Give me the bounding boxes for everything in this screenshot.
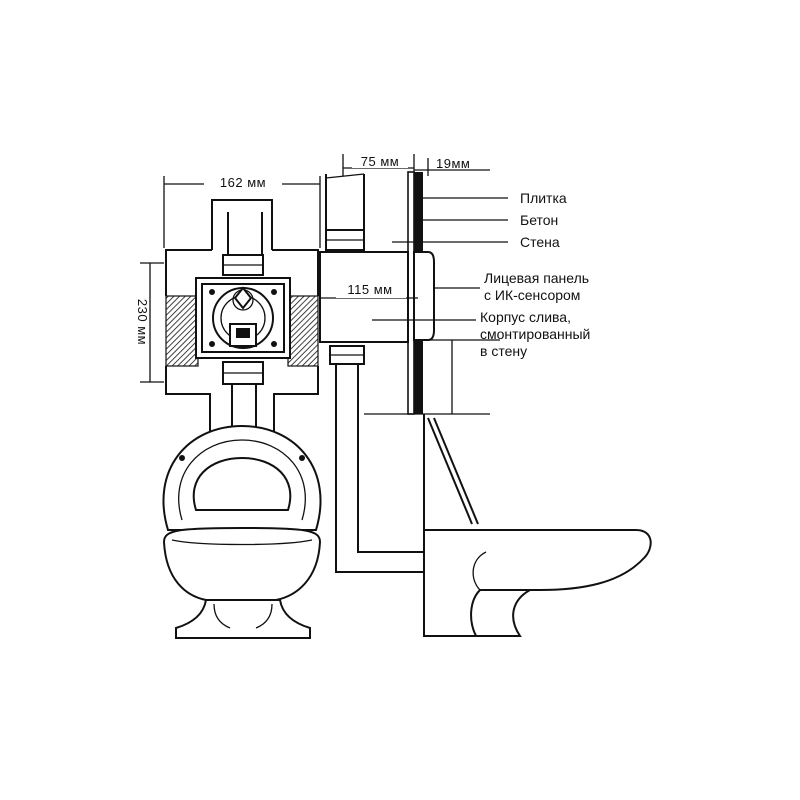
label-panel-line2: с ИК-сенсором <box>484 287 580 303</box>
label-housing-line3: в стену <box>480 343 527 359</box>
front-view: 162 мм 230 мм <box>135 174 322 639</box>
dimension-75: 75 мм <box>342 154 415 176</box>
tile-layer-upper <box>414 172 422 260</box>
toilet-side <box>423 414 652 637</box>
dimension-162: 162 мм <box>163 174 321 248</box>
top-nut <box>222 254 264 276</box>
side-view: 75 мм 19мм 115 мм <box>319 154 652 637</box>
label-concrete: Бетон <box>520 212 558 228</box>
leader-lines <box>372 197 508 321</box>
valve-box <box>195 277 291 359</box>
face-panel <box>413 251 435 341</box>
right-wall-hatch <box>287 295 319 367</box>
label-housing-line1: Корпус слива, <box>480 309 571 325</box>
left-wall-hatch <box>165 295 199 367</box>
tile-layer-lower <box>414 336 422 414</box>
dimension-230-label: 230 мм <box>135 299 150 345</box>
flush-pipe-outer <box>335 364 424 573</box>
bottom-nut <box>222 361 264 385</box>
dimension-115-label: 115 мм <box>347 282 392 297</box>
label-wall: Стена <box>520 234 560 250</box>
dimension-230: 230 мм <box>135 262 164 383</box>
dimension-162-label: 162 мм <box>220 175 266 190</box>
dimension-75-label: 75 мм <box>361 154 399 169</box>
wall-opening <box>165 199 319 440</box>
toilet-front <box>162 424 322 639</box>
flush-pipe-inner <box>357 364 424 553</box>
side-upper-nut <box>325 229 365 251</box>
dimension-115: 115 мм <box>320 282 418 299</box>
side-lower-nut <box>329 345 365 365</box>
label-tile: Плитка <box>520 190 567 206</box>
dimension-19-label: 19мм <box>436 156 470 171</box>
dimension-19: 19мм <box>414 156 490 176</box>
label-housing-line2: смонтированный <box>480 326 590 342</box>
label-panel-line1: Лицевая панель <box>484 270 589 286</box>
